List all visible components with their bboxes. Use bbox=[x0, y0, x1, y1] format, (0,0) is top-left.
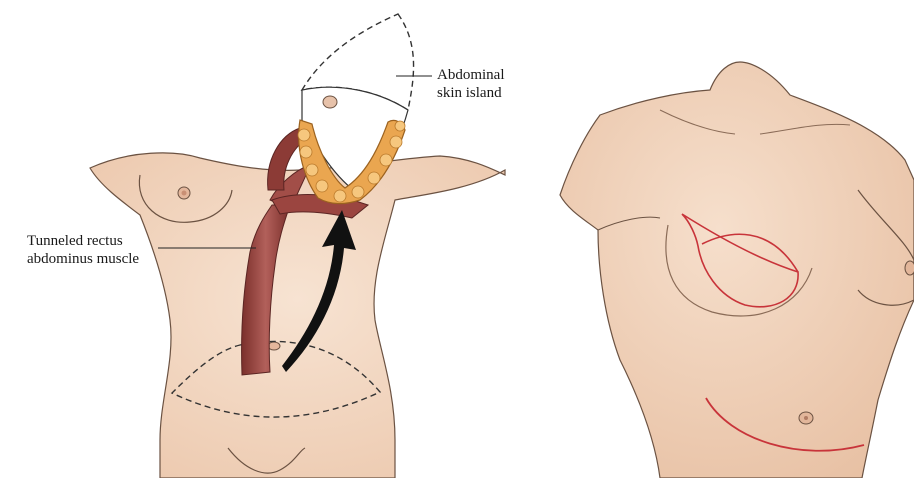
callout-line: Tunneled rectus bbox=[27, 232, 139, 250]
skin-island-umbilicus-icon bbox=[323, 96, 337, 108]
right-panel-result bbox=[560, 62, 914, 478]
callout-tunneled-rectus: Tunneled rectus abdominus muscle bbox=[27, 232, 139, 268]
right-umbilicus-icon bbox=[799, 412, 813, 424]
right-torso bbox=[560, 62, 914, 478]
umbilicus-icon bbox=[268, 342, 280, 350]
callout-line: Abdominal bbox=[437, 66, 505, 84]
nipple-icon bbox=[178, 187, 190, 199]
callout-line: skin island bbox=[437, 84, 505, 102]
callout-line: abdominus muscle bbox=[27, 250, 139, 268]
right-nipple-icon bbox=[905, 261, 914, 275]
callout-abdominal-skin-island: Abdominal skin island bbox=[437, 66, 505, 102]
